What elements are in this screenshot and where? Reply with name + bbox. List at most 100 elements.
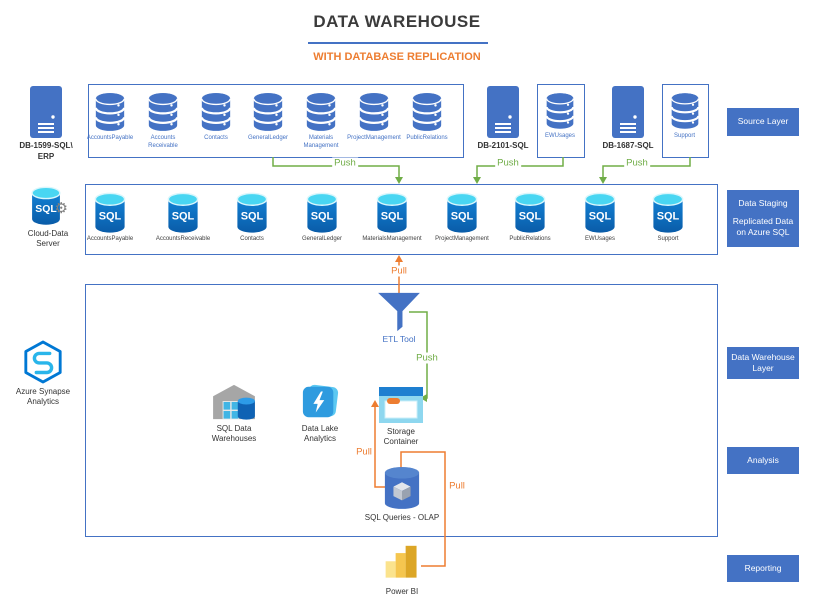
- push-label-2: Push: [495, 157, 521, 169]
- source-db-generalledger: GeneralLedger: [241, 90, 295, 143]
- source-db-label: PublicRelations: [406, 135, 448, 141]
- layer-label-staging: Data Staging Replicated Data on Azure SQ…: [727, 190, 799, 247]
- staging-db-accountspayable: AccountsPayable: [75, 192, 145, 242]
- database-icon: [93, 90, 127, 134]
- layer-label-source: Source Layer: [727, 108, 799, 136]
- page-title: DATA WAREHOUSE: [313, 12, 481, 31]
- source-db-label: Support: [673, 133, 695, 139]
- staging-db-projectmanagement: ProjectManagement: [427, 192, 497, 242]
- olap-cube-icon: [383, 466, 421, 510]
- staging-db-label: EWUsages: [584, 236, 615, 242]
- arrowhead: [473, 177, 481, 184]
- sql-database-icon: [235, 192, 269, 234]
- source-db-projectmanagement: ProjectManagement: [347, 90, 401, 143]
- staging-db-label: PublicRelations: [509, 236, 551, 242]
- server-db-1687: DB-1687-SQL: [598, 86, 658, 152]
- server-icon: [30, 86, 62, 138]
- layer-label-text: Source Layer: [737, 116, 789, 127]
- storage-container: Storage Container: [370, 386, 432, 448]
- server-icon: [612, 86, 644, 138]
- database-icon: [669, 90, 701, 132]
- server-icon: [487, 86, 519, 138]
- staging-db-accountsreceivable: AccountsReceivable: [148, 192, 218, 242]
- database-icon: [410, 90, 444, 134]
- pull-label-3: Pull: [449, 480, 465, 492]
- sql-database-icon: [93, 192, 127, 234]
- database-icon: [544, 90, 576, 132]
- database-icon: [251, 90, 285, 134]
- layer-label-reporting: Reporting: [727, 555, 799, 582]
- source-db-support: Support: [662, 90, 707, 141]
- warehouse-icon: [211, 383, 257, 421]
- source-db-accountsreceivable: Accounts Receivable: [136, 90, 190, 151]
- power-bi: Power BI: [372, 544, 432, 597]
- source-db-label: Materials Management: [303, 135, 339, 149]
- staging-db-ewusages: EWUsages: [565, 192, 635, 242]
- arrowhead: [599, 177, 607, 184]
- olap-label: SQL Queries - OLAP: [364, 513, 440, 522]
- push-label-1: Push: [332, 157, 358, 169]
- staging-db-contacts: Contacts: [217, 192, 287, 242]
- database-icon: [304, 90, 338, 134]
- staging-db-label: GeneralLedger: [301, 236, 343, 242]
- bar-chart-icon: [382, 544, 422, 584]
- database-icon: [146, 90, 180, 134]
- layer-label-text: Replicated Data on Azure SQL: [732, 215, 794, 238]
- arrowhead: [395, 255, 403, 262]
- pull-label-2: Pull: [356, 446, 372, 458]
- data-staging-box: [85, 184, 718, 255]
- source-db-label: Accounts Receivable: [148, 135, 178, 149]
- page-subtitle: WITH DATABASE REPLICATION: [313, 51, 481, 63]
- source-db-contacts: Contacts: [189, 90, 243, 143]
- staging-db-generalledger: GeneralLedger: [287, 192, 357, 242]
- cloud-server-label: Cloud-Data Server: [27, 229, 69, 249]
- sql-database-icon: [445, 192, 479, 234]
- database-icon: [199, 90, 233, 134]
- push-label-4: Push: [414, 352, 440, 364]
- sql-queries-olap: SQL Queries - OLAP: [362, 466, 442, 523]
- source-db-label: ProjectManagement: [347, 135, 401, 141]
- pull-label-1: Pull: [389, 265, 409, 277]
- staging-db-materialsmanagement: MaterialsManagement: [357, 192, 427, 242]
- staging-db-label: AccountsReceivable: [155, 236, 211, 242]
- sql-database-icon: [166, 192, 200, 234]
- staging-db-label: ProjectManagement: [435, 236, 489, 242]
- server-db-2101: DB-2101-SQL: [473, 86, 533, 152]
- source-db-materialsmanagement: Materials Management: [294, 90, 348, 151]
- staging-db-label: AccountsPayable: [86, 236, 134, 242]
- gear-icon: ⚙: [54, 200, 68, 217]
- arrowhead: [395, 177, 403, 184]
- source-db-accountspayable: AccountsPayable: [83, 90, 137, 143]
- sql-database-icon: [513, 192, 547, 234]
- staging-db-support: Support: [633, 192, 703, 242]
- database-icon: [357, 90, 391, 134]
- layer-label-text: Data Warehouse Layer: [731, 351, 795, 373]
- staging-db-label: MaterialsManagement: [362, 236, 422, 242]
- sql-database-icon: [375, 192, 409, 234]
- layer-label-warehouse: Data Warehouse Layer: [727, 347, 799, 379]
- source-db-label: GeneralLedger: [247, 135, 289, 141]
- cloud-data-server: ⚙ Cloud-Data Server: [17, 186, 79, 250]
- source-db-label: Contacts: [204, 135, 228, 141]
- synapse-icon: [22, 340, 64, 384]
- azure-synapse-analytics: Azure Synapse Analytics: [10, 340, 76, 408]
- source-db-ewusages: EWUsages: [538, 90, 582, 141]
- layer-label-text: Data Staging: [738, 198, 788, 209]
- synapse-label: Azure Synapse Analytics: [15, 387, 71, 407]
- server-label: DB-2101-SQL: [477, 141, 529, 150]
- staging-db-label: Support: [657, 236, 679, 242]
- server-label: DB-1599-SQL\ ERP: [19, 141, 73, 161]
- sql-dw-label: SQL Data Warehouses: [211, 424, 257, 444]
- source-db-publicrelations: PublicRelations: [400, 90, 454, 143]
- staging-db-publicrelations: PublicRelations: [495, 192, 565, 242]
- data-lake-analytics: Data Lake Analytics: [289, 383, 351, 445]
- source-db-label: AccountsPayable: [86, 135, 134, 141]
- title-underline: [308, 42, 488, 44]
- sql-database-icon: [651, 192, 685, 234]
- push-label-3: Push: [624, 157, 650, 169]
- etl-tool: ETL Tool: [369, 292, 429, 344]
- server-label: DB-1687-SQL: [602, 141, 654, 150]
- lightning-icon: [301, 383, 339, 421]
- funnel-icon: [374, 292, 424, 332]
